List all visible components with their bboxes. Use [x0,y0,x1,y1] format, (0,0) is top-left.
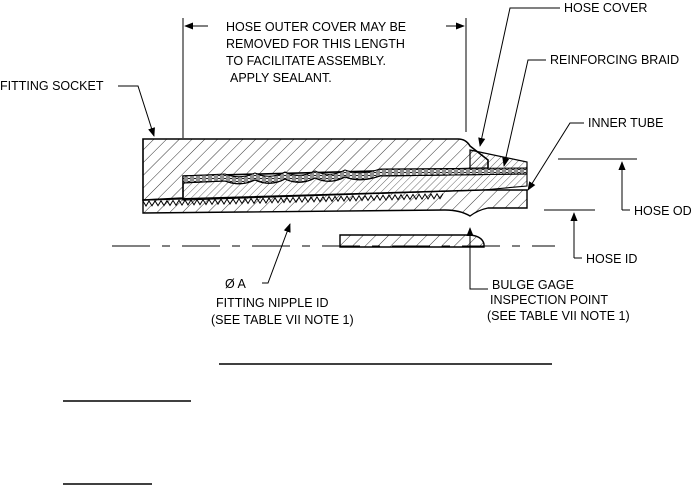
nipple-id-leader [262,223,291,284]
hose-od-label: HOSE OD [634,204,692,218]
note-line-2: REMOVED FOR THIS LENGTH [226,37,405,51]
note-line-1: HOSE OUTER COVER MAY BE [226,20,406,34]
hose-cover-label: HOSE COVER [564,1,647,15]
inner-tube-layer [182,173,528,201]
nipple-id-label: FITTING NIPPLE ID [216,296,329,310]
fitting-socket-leader [118,85,155,137]
nipple-serrations [142,192,444,207]
inner-tube-label: INNER TUBE [588,116,663,130]
hose-id-label: HOSE ID [586,252,637,266]
reinforcing-braid-label: REINFORCING BRAID [550,53,679,67]
fitting-nipple-body [142,189,528,217]
reinforcing-braid-leader [502,59,546,167]
fitting-socket-label: FITTING SOCKET [0,79,104,93]
note-line-3: TO FACILITATE ASSEMBLY. [226,54,386,68]
nipple-id-note: (SEE TABLE VII NOTE 1) [211,313,354,327]
bulge-gage-note: (SEE TABLE VII NOTE 1) [487,309,630,323]
bulge-gage-label-2: INSPECTION POINT [490,293,608,307]
inner-tube-leader [527,122,584,191]
note-line-4: APPLY SEALANT. [230,71,332,85]
bulge-gage-leader [466,227,488,290]
bulge-gage-label-1: BULGE GAGE [492,278,574,292]
hose-cover-leader [478,7,560,147]
nipple-diameter-symbol: Ø A [225,277,247,291]
nipple-lower-section [339,234,485,248]
